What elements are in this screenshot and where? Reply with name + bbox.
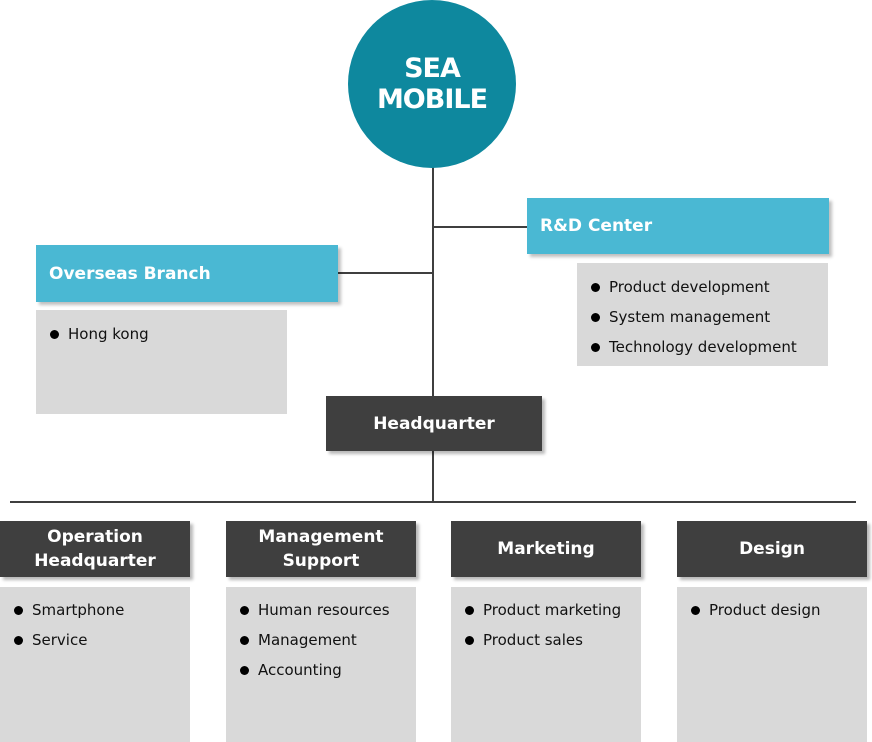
list-item: Accounting	[240, 655, 416, 685]
list-item-label: Hong kong	[68, 325, 149, 343]
list-item: System management	[591, 302, 828, 332]
rd-center-box: Product development System management Te…	[577, 263, 828, 366]
design-box: Product design	[677, 587, 867, 742]
list-item-label: Smartphone	[32, 601, 125, 619]
vertical-trunk-line	[432, 165, 434, 397]
bullet-icon	[14, 605, 23, 615]
operation-headquarter-box: Smartphone Service	[0, 587, 190, 742]
operation-headquarter-title: Operation Headquarter	[34, 527, 156, 571]
marketing-title: Marketing	[497, 539, 595, 559]
list-item: Product development	[591, 272, 828, 302]
list-item-label: Product design	[709, 601, 821, 619]
bullet-icon	[240, 665, 249, 675]
bullet-icon	[591, 282, 600, 292]
list-item: Smartphone	[14, 595, 190, 625]
management-support-box: Human resources Management Accounting	[226, 587, 416, 742]
marketing-list: Product marketing Product sales	[465, 595, 641, 655]
list-item: Management	[240, 625, 416, 655]
design-header: Design	[677, 521, 867, 577]
list-item: Hong kong	[50, 319, 287, 349]
overseas-branch-box: Hong kong	[36, 310, 287, 414]
list-item-label: Service	[32, 631, 88, 649]
company-name-line2: MOBILE	[376, 84, 488, 115]
list-item-label: Accounting	[258, 661, 342, 679]
overseas-branch-header: Overseas Branch	[36, 245, 338, 302]
list-item: Human resources	[240, 595, 416, 625]
design-list: Product design	[691, 595, 867, 625]
management-support-header: Management Support	[226, 521, 416, 577]
bullet-icon	[465, 605, 474, 615]
list-item-label: Product sales	[483, 631, 583, 649]
bullet-icon	[240, 635, 249, 645]
list-item-label: System management	[609, 308, 771, 326]
bullet-icon	[50, 329, 59, 339]
list-item-label: Product development	[609, 278, 770, 296]
management-support-list: Human resources Management Accounting	[240, 595, 416, 685]
bullet-icon	[465, 635, 474, 645]
management-support-title: Management Support	[258, 527, 384, 571]
rd-center-title: R&D Center	[540, 216, 653, 236]
design-title: Design	[739, 539, 805, 559]
list-item: Product marketing	[465, 595, 641, 625]
horizontal-divider-line	[10, 501, 856, 503]
bullet-icon	[14, 635, 23, 645]
list-item-label: Technology development	[609, 338, 797, 356]
operation-headquarter-header: Operation Headquarter	[0, 521, 190, 577]
rd-center-list: Product development System management Te…	[591, 272, 828, 362]
connector-overseas-line	[338, 272, 433, 274]
marketing-box: Product marketing Product sales	[451, 587, 641, 742]
company-logo-circle: SEA MOBILE	[348, 0, 516, 168]
list-item: Service	[14, 625, 190, 655]
headquarter-title: Headquarter	[373, 413, 495, 434]
company-name-line1: SEA	[404, 53, 461, 84]
overseas-branch-list: Hong kong	[50, 319, 287, 349]
list-item: Technology development	[591, 332, 828, 362]
rd-center-header: R&D Center	[527, 198, 829, 254]
list-item: Product design	[691, 595, 867, 625]
list-item-label: Management	[258, 631, 357, 649]
bullet-icon	[591, 312, 600, 322]
marketing-header: Marketing	[451, 521, 641, 577]
headquarter-box: Headquarter	[326, 396, 542, 451]
connector-rd-line	[433, 226, 527, 228]
overseas-branch-title: Overseas Branch	[49, 263, 211, 284]
connector-departments-line	[432, 451, 434, 502]
bullet-icon	[591, 342, 600, 352]
bullet-icon	[691, 605, 700, 615]
list-item: Product sales	[465, 625, 641, 655]
bullet-icon	[240, 605, 249, 615]
operation-headquarter-list: Smartphone Service	[14, 595, 190, 655]
list-item-label: Product marketing	[483, 601, 622, 619]
list-item-label: Human resources	[258, 601, 390, 619]
